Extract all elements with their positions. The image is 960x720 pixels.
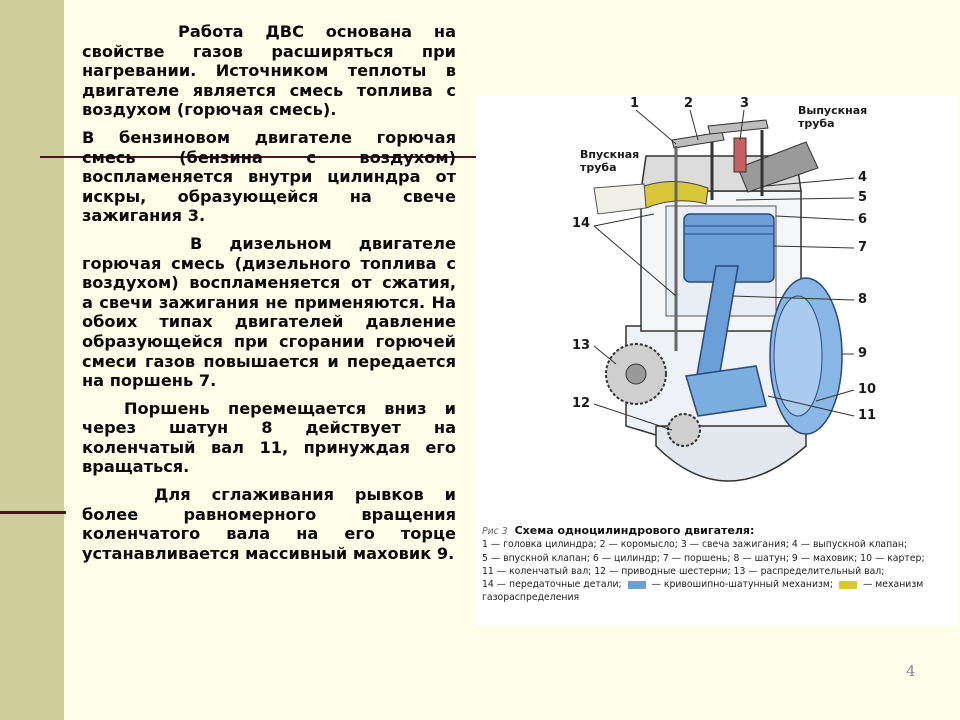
label-exhaust-pipe: Выпускная труба xyxy=(798,104,868,130)
caption-line-2: 5 — впускной клапан; 6 — цилиндр; 7 — по… xyxy=(482,552,925,564)
left-rule xyxy=(0,511,66,514)
label-num-3: 3 xyxy=(740,96,750,111)
label-num-11: 11 xyxy=(858,408,877,423)
label-num-14: 14 xyxy=(572,216,591,231)
paragraph-5: Для сглаживания рывков и более равномерн… xyxy=(82,485,456,563)
page-number: 4 xyxy=(906,662,916,680)
label-num-4: 4 xyxy=(858,170,868,185)
label-num-7: 7 xyxy=(858,240,868,255)
swatch-crank-mechanism xyxy=(627,580,646,589)
rocker-right xyxy=(707,119,769,135)
caption-line-5: газораспределения xyxy=(482,592,580,604)
label-num-2: 2 xyxy=(684,96,694,111)
engine-diagram: 1 2 3 4 5 6 7 8 9 10 11 12 13 14 Выпускн… xyxy=(476,96,958,626)
caption-line-4: 14 — передаточные детали; — кривошипно-ш… xyxy=(482,578,952,591)
leader-lines xyxy=(593,109,855,431)
caption-line-4b: — кривошипно-шатунный механизм; xyxy=(651,579,834,591)
paragraph-4: Поршень перемещается вниз и через шатун … xyxy=(82,398,456,477)
label-num-12: 12 xyxy=(572,396,591,411)
figure-caption: Рис 3 Схема одноцилиндрового двигателя: … xyxy=(482,524,952,605)
crank-gear xyxy=(667,413,701,447)
top-rule xyxy=(40,156,478,158)
caption-line-4c: — механизм xyxy=(863,579,924,591)
body-text: Работа ДВС основана на свойстве газов ра… xyxy=(82,22,456,571)
spark-plug xyxy=(733,137,747,173)
exhaust-pipe xyxy=(737,141,819,193)
engine-drawing xyxy=(593,109,855,482)
label-num-5: 5 xyxy=(858,190,868,205)
caption-title: Схема одноцилиндрового двигателя: xyxy=(514,524,755,537)
label-num-1: 1 xyxy=(630,96,640,111)
caption-line-1: 1 — головка цилиндра; 2 — коромысло; 3 —… xyxy=(482,539,908,551)
label-num-8: 8 xyxy=(858,292,868,307)
label-num-10: 10 xyxy=(858,382,877,397)
label-num-6: 6 xyxy=(858,212,868,227)
crankshaft xyxy=(685,365,767,417)
label-num-9: 9 xyxy=(858,346,868,361)
intake-pipe xyxy=(593,183,647,215)
paragraph-3: В дизельном двигателе горючая смесь (диз… xyxy=(82,233,456,391)
swatch-valve-mechanism xyxy=(839,580,858,589)
caption-fig-number: Рис 3 xyxy=(482,526,508,537)
left-accent-band xyxy=(0,0,64,720)
caption-line-4a: 14 — передаточные детали; xyxy=(482,579,622,591)
label-intake-pipe: Впускная труба xyxy=(580,148,640,174)
paragraph-1: Работа ДВС основана на свойстве газов ра… xyxy=(82,22,456,120)
label-num-13: 13 xyxy=(572,338,591,353)
paragraph-2: В бензиновом двигателе горючая смесь (бе… xyxy=(82,127,456,226)
caption-line-3: 11 — коленчатый вал; 12 — приводные шест… xyxy=(482,565,885,577)
